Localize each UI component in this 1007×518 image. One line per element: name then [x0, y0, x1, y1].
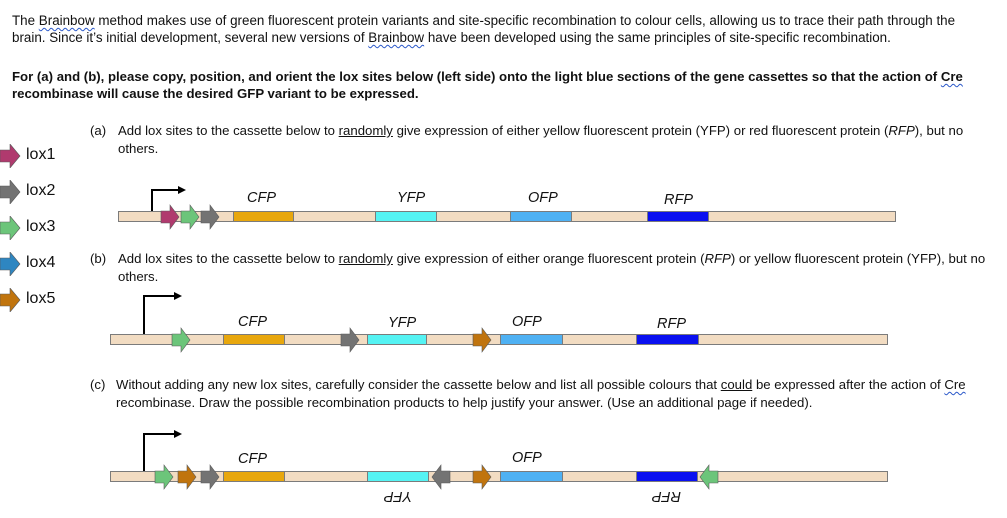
cfp-label: CFP: [238, 314, 267, 330]
lox5-site-icon[interactable]: [472, 464, 493, 490]
lox4-arrow-icon: [0, 252, 21, 276]
yfp-gene-inverted: [367, 471, 429, 482]
cre-term: Cre: [944, 377, 966, 392]
legend-label: lox3: [26, 218, 56, 235]
legend-label: lox1: [26, 146, 56, 163]
lox1-arrow-icon: [0, 144, 21, 168]
ofp-gene: [500, 471, 563, 482]
brainbow-term: Brainbow: [38, 13, 95, 28]
lox3-arrow-icon: [0, 216, 21, 240]
lox3-site-icon[interactable]: [154, 464, 175, 490]
rfp-gene: [647, 211, 709, 222]
legend-label: lox2: [26, 182, 56, 199]
lox5-site-icon[interactable]: [177, 464, 198, 490]
legend-label: lox5: [26, 290, 56, 307]
rfp-gene-inverted: [636, 471, 698, 482]
question-number: (b): [90, 251, 107, 266]
lox5-site-icon[interactable]: [472, 327, 493, 353]
promoter-arrow-icon: [151, 186, 186, 215]
lox2-site-reverse-icon[interactable]: [431, 464, 452, 490]
lox2-site-icon[interactable]: [340, 327, 361, 353]
lox3-site-icon[interactable]: [171, 327, 192, 353]
question-number: (a): [90, 123, 107, 138]
lox2-site-icon[interactable]: [200, 464, 221, 490]
lox1-site-icon[interactable]: [160, 204, 181, 230]
lox2-site-icon[interactable]: [200, 204, 221, 230]
dna-strand: [110, 334, 888, 345]
yfp-gene: [375, 211, 437, 222]
instructions: For (a) and (b), please copy, position, …: [12, 69, 963, 101]
promoter-arrow-icon: [143, 292, 182, 337]
question-number: (c): [90, 377, 106, 392]
promoter-arrow-icon: [143, 430, 182, 475]
lox2-arrow-icon: [0, 180, 21, 204]
rfp-label: RFP: [657, 316, 686, 332]
cre-term: Cre: [940, 69, 963, 84]
dna-strand: [110, 471, 888, 482]
yfp-label: YFP: [388, 315, 417, 331]
rfp-gene: [636, 334, 699, 345]
ofp-label: OFP: [512, 450, 542, 466]
brainbow-term: Brainbow: [368, 30, 425, 45]
lox3-site-reverse-icon[interactable]: [699, 464, 720, 490]
intro-paragraph: The Brainbow method makes use of green f…: [12, 13, 956, 45]
cfp-gene: [223, 334, 285, 345]
cfp-label: CFP: [238, 451, 267, 467]
dna-strand: [118, 211, 896, 222]
ofp-label: OFP: [528, 190, 558, 206]
ofp-label: OFP: [512, 314, 542, 330]
cfp-gene: [223, 471, 285, 482]
cfp-label: CFP: [247, 190, 276, 206]
yfp-gene: [367, 334, 427, 345]
yfp-label-inverted: YFP: [384, 488, 413, 504]
cfp-gene: [233, 211, 294, 222]
legend-label: lox4: [26, 254, 56, 271]
yfp-label: YFP: [397, 190, 426, 206]
rfp-label-inverted: RFP: [652, 488, 681, 504]
lox3-site-icon[interactable]: [180, 204, 201, 230]
ofp-gene: [500, 334, 563, 345]
ofp-gene: [510, 211, 572, 222]
rfp-label: RFP: [664, 192, 693, 208]
lox5-arrow-icon: [0, 288, 21, 312]
